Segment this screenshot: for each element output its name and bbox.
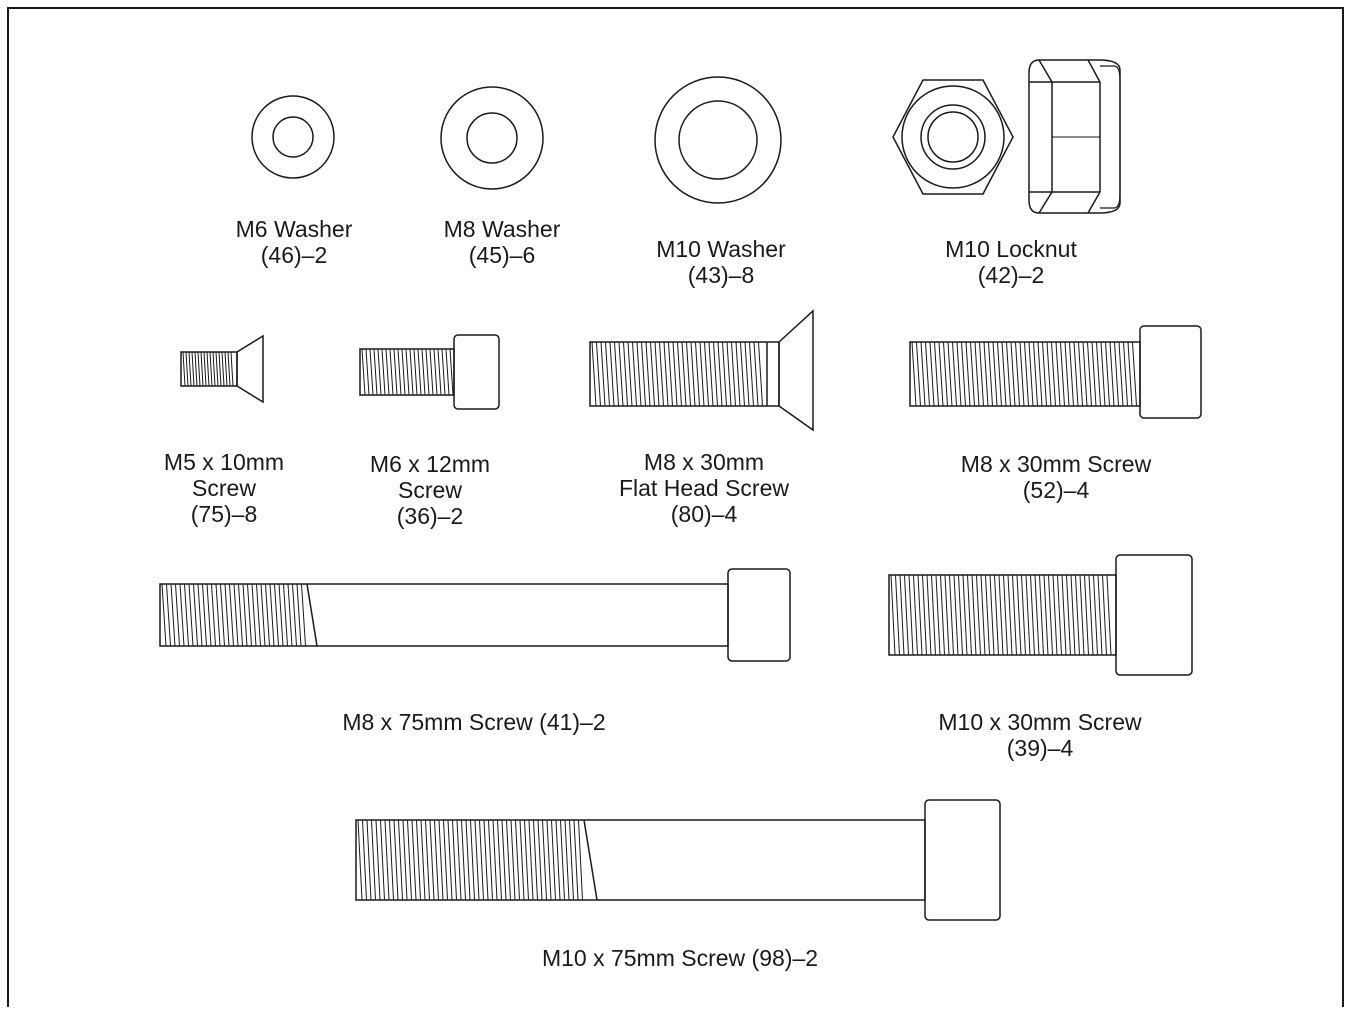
m10-locknut-ref: (42)–2 [977,262,1045,288]
m8-75mm-screw-label: M8 x 75mm Screw (41)–2 [294,709,654,735]
m10-locknut-label: M10 Locknut (42)–2 [921,236,1101,288]
m8-washer-drawing [440,86,544,190]
m5-10mm-screw-ref: (75)–8 [190,501,258,527]
m8-30mm-flat-head-screw-ref: (80)–4 [670,501,738,527]
m5-10mm-screw-line1: M5 x 10mm [163,449,285,475]
chart-border [7,7,1344,1012]
m6-washer-drawing [251,95,335,179]
m10-washer-label: M10 Washer (43)–8 [631,236,811,288]
m5-10mm-screw-line2: Screw [192,475,256,501]
m6-12mm-screw-label: M6 x 12mm Screw (36)–2 [340,451,520,529]
m8-washer-ref: (45)–6 [468,242,536,268]
m8-30mm-screw-ref: (52)–4 [1022,477,1090,503]
m8-30mm-screw-threads [911,341,1137,407]
m8-75mm-screw-drawing [159,568,791,662]
m8-30mm-flat-head-screw-label: M8 x 30mm Flat Head Screw (80)–4 [584,449,824,527]
m8-30mm-flat-head-screw-line2: Flat Head Screw [618,475,789,501]
m5-10mm-screw-drawing [180,334,264,404]
m6-washer-name: M6 Washer [235,216,353,242]
m8-30mm-flat-head-screw-threads [591,341,763,407]
m10-75mm-screw-label: M10 x 75mm Screw (98)–2 [490,945,870,971]
m8-30mm-flat-head-screw-line1: M8 x 30mm [643,449,765,475]
m6-12mm-screw-ref: (36)–2 [396,503,464,529]
m8-washer-name: M8 Washer [443,216,561,242]
m8-30mm-screw-drawing [909,325,1202,419]
m6-12mm-screw-line1: M6 x 12mm [369,451,491,477]
m8-75mm-screw-text: M8 x 75mm Screw (41)–2 [342,709,606,735]
m10-30mm-screw-label: M10 x 30mm Screw (39)–4 [910,709,1170,761]
m10-30mm-screw-name: M10 x 30mm Screw [938,709,1142,735]
m6-12mm-screw-line2: Screw [398,477,462,503]
m10-30mm-screw-ref: (39)–4 [1006,735,1074,761]
m8-30mm-screw-label: M8 x 30mm Screw (52)–4 [926,451,1186,503]
m8-washer-label: M8 Washer (45)–6 [412,216,592,268]
m8-30mm-screw-name: M8 x 30mm Screw [960,451,1152,477]
m6-12mm-screw-threads [361,348,454,396]
m8-75mm-screw-threads [161,583,306,647]
m10-30mm-screw-threads [890,574,1112,656]
m10-washer-name: M10 Washer [656,236,786,262]
m5-10mm-screw-label: M5 x 10mm Screw (75)–8 [134,449,314,527]
m10-75mm-screw-threads [357,819,583,901]
m10-washer-drawing [654,76,782,204]
m6-washer-label: M6 Washer (46)–2 [204,216,384,268]
m10-washer-ref: (43)–8 [687,262,755,288]
m10-locknut-drawing [892,59,1121,214]
m10-75mm-screw-text: M10 x 75mm Screw (98)–2 [541,945,819,971]
m10-30mm-screw-drawing [888,554,1193,676]
m8-30mm-flat-head-screw-drawing [589,309,814,432]
m10-75mm-screw-drawing [355,799,1001,921]
m6-washer-ref: (46)–2 [260,242,328,268]
m6-12mm-screw-drawing [359,334,500,410]
m10-locknut-name: M10 Locknut [945,236,1077,262]
m5-10mm-screw-threads [182,351,234,387]
